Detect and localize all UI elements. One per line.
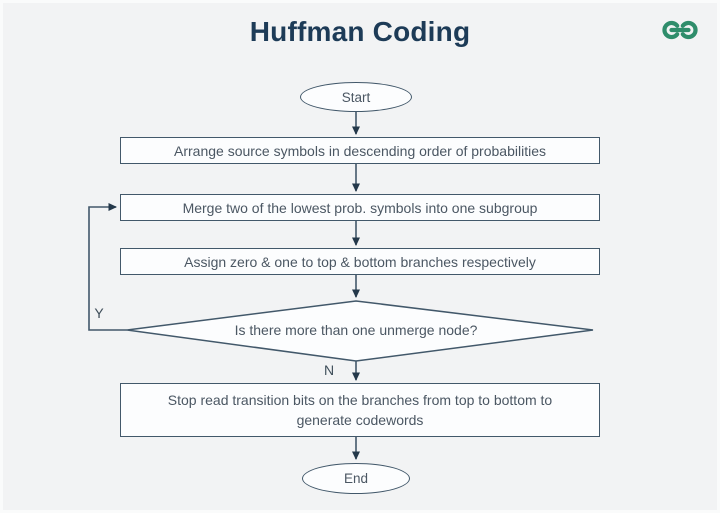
step-label: Assign zero & one to top & bottom branch… <box>184 253 536 270</box>
geeksforgeeks-logo-icon <box>662 20 698 40</box>
end-label: End <box>343 471 369 486</box>
flow-step-stop: Stop read transition bits on the branche… <box>120 383 600 437</box>
flow-step-arrange: Arrange source symbols in descending ord… <box>120 137 600 164</box>
step-label: Arrange source symbols in descending ord… <box>174 142 546 159</box>
decision-no-label: N <box>323 362 335 378</box>
flow-step-assign: Assign zero & one to top & bottom branch… <box>120 248 600 275</box>
decision-yes-label: Y <box>94 305 104 321</box>
step-label: Merge two of the lowest prob. symbols in… <box>182 199 538 216</box>
logo-right-g <box>680 20 698 40</box>
flow-end-node: End <box>302 463 410 494</box>
flow-step-merge: Merge two of the lowest prob. symbols in… <box>120 194 600 221</box>
flow-start-node: Start <box>300 82 412 112</box>
step-label: Stop read transition bits on the branche… <box>167 391 553 428</box>
decision-diamond-shape <box>126 300 594 362</box>
start-label: Start <box>341 89 371 105</box>
flow-decision-label: Is there more than one unmerge node? <box>234 322 478 338</box>
page-title: Huffman Coding <box>249 16 471 47</box>
logo-left-g <box>662 20 680 40</box>
